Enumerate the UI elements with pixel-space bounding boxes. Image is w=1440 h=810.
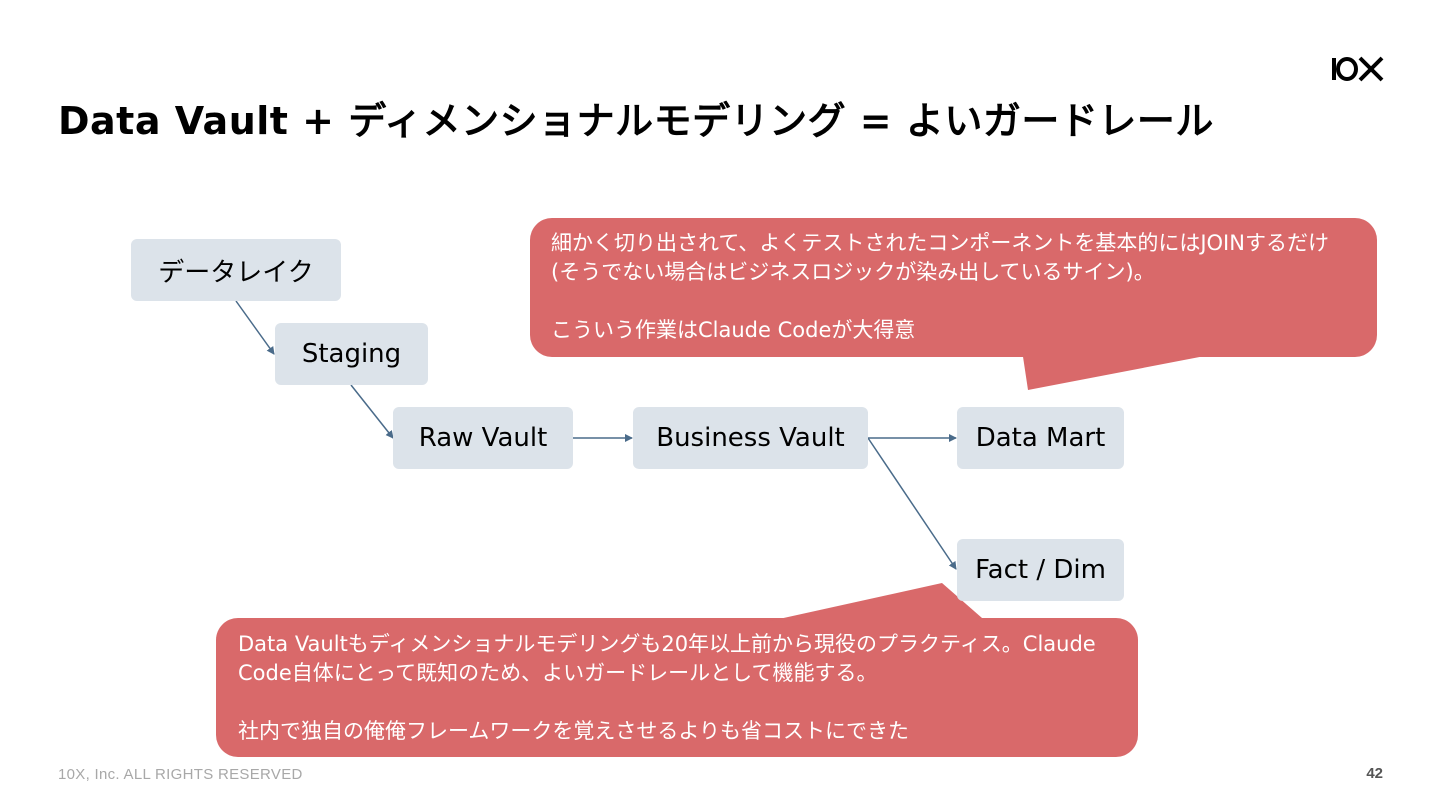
edge-businessvault-factdim [867, 437, 957, 570]
page-number: 42 [1366, 765, 1383, 782]
edge-staging-rawvault [350, 384, 394, 439]
node-data-lake: データレイク [131, 239, 341, 301]
top-callout-line-3: こういう作業はClaude Codeが大得意 [551, 318, 916, 342]
top-callout-text: 細かく切り出されて、よくテストされたコンポーネントを基本的にはJOINするだけ … [551, 229, 1329, 345]
edge-datalake-staging [235, 300, 275, 355]
bottom-callout-line-1: Data Vaultもディメンショナルモデリングも20年以上前から現役のプラクテ… [238, 632, 1096, 656]
footer-copyright: 10X, Inc. ALL RIGHTS RESERVED [58, 766, 303, 783]
10x-logo [1332, 56, 1384, 82]
bottom-callout-line-2: Code自体にとって既知のため、よいガードレールとして機能する。 [238, 661, 878, 685]
node-data-mart: Data Mart [957, 407, 1124, 469]
slide-title: Data Vault + ディメンショナルモデリング = よいガードレール [58, 99, 1214, 143]
node-raw-vault: Raw Vault [393, 407, 573, 469]
node-staging: Staging [275, 323, 428, 385]
bottom-callout-line-3: 社内で独自の俺俺フレームワークを覚えさせるよりも省コストにできた [238, 719, 909, 743]
bottom-callout-text: Data Vaultもディメンショナルモデリングも20年以上前から現役のプラクテ… [238, 630, 1096, 746]
top-callout-shape [530, 218, 1377, 390]
top-callout-line-2: (そうでない場合はビジネスロジックが染み出しているサイン)。 [551, 260, 1155, 284]
node-business-vault: Business Vault [633, 407, 868, 469]
node-fact-dim: Fact / Dim [957, 539, 1124, 601]
bottom-callout-shape [216, 583, 1138, 757]
top-callout-line-1: 細かく切り出されて、よくテストされたコンポーネントを基本的にはJOINするだけ [551, 231, 1329, 255]
